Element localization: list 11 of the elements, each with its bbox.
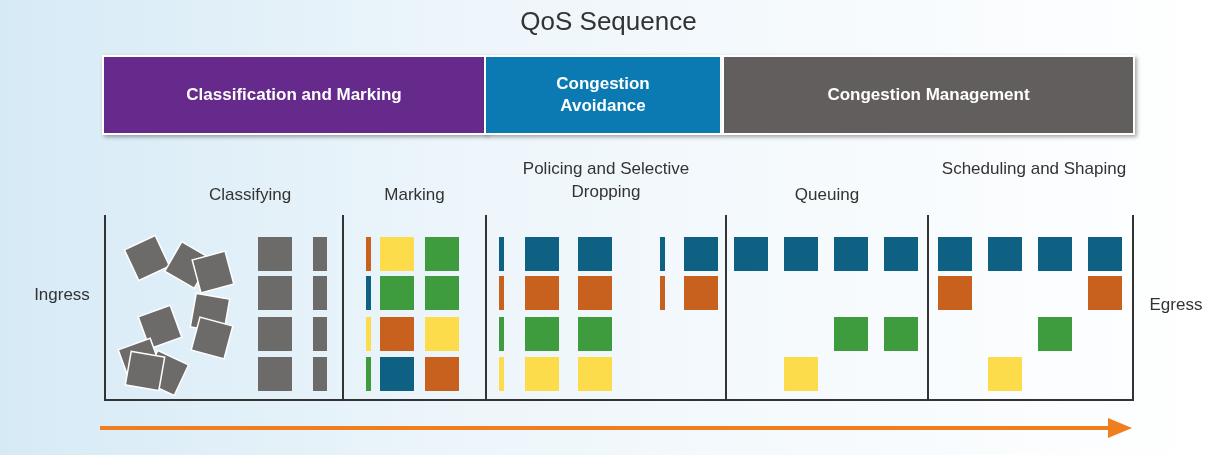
- column-label: Marking: [383, 184, 446, 206]
- column-label: Queuing: [793, 184, 861, 206]
- diagram-title: QoS Sequence: [519, 6, 698, 37]
- side-label: Egress: [1148, 294, 1204, 316]
- side-label: Ingress: [33, 284, 91, 306]
- stage-band: Congestion Management: [722, 55, 1135, 135]
- stage-band: Classification and Marking: [102, 55, 486, 135]
- column-label: Policing and Selective Dropping: [521, 158, 691, 203]
- column-label: Scheduling and Shaping: [940, 158, 1128, 180]
- stage-band: Congestion Avoidance: [484, 55, 722, 135]
- column-label: Classifying: [207, 184, 293, 206]
